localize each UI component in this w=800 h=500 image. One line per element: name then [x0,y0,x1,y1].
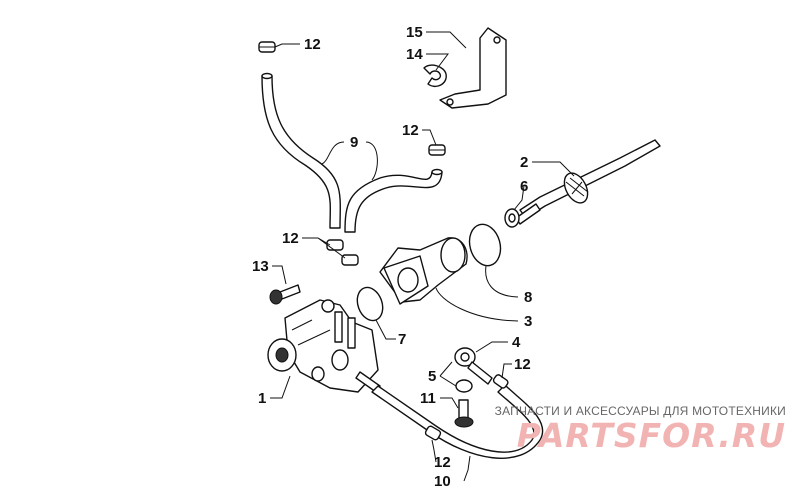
banjo-bolt [454,399,474,428]
callout-12-upper-right: 12 [402,122,419,139]
leader-3 [435,287,519,322]
leader-13 [272,265,287,285]
drive-gear-shaft [515,139,661,225]
sealing-washer [455,379,473,393]
leader-7 [375,319,396,340]
callout-9: 9 [350,134,358,151]
callout-12-bottom: 12 [434,454,451,471]
leader-15 [426,31,467,49]
leader-9 [321,141,378,181]
leader-10 [463,455,471,482]
callout-14: 14 [406,46,423,63]
leader-14 [426,53,449,71]
leader-8 [485,265,519,298]
leader-1 [270,375,291,399]
pump-housing [379,237,468,305]
callout-11: 11 [420,390,436,407]
washer [504,208,520,228]
banjo-fitting [454,347,493,385]
callout-10: 10 [434,473,451,490]
leader-12e [431,439,437,463]
watermark-logo: PARTSFOR.RU [516,416,786,455]
callout-12-lower-right: 12 [514,356,531,373]
leader-4 [475,341,508,353]
leader-11 [440,397,459,409]
mounting-screw [269,284,301,305]
callout-5: 5 [428,368,436,385]
callout-2: 2 [520,154,528,171]
hose-clamp-lower-right [492,374,509,389]
callout-12-mid: 12 [282,230,299,247]
hose-clamp-top [258,41,276,53]
callout-12-top: 12 [304,36,321,53]
hose-clamp-mid-b [341,254,359,266]
hose-clip [423,64,447,88]
callout-4: 4 [512,334,521,351]
oil-pump-body [267,299,381,393]
callout-7: 7 [398,331,406,348]
mounting-bracket [439,27,507,109]
hose-upper-left [261,72,341,229]
leader-12b [422,129,437,146]
o-ring-small [356,286,384,322]
leader-12a [274,43,300,48]
callout-1: 1 [258,390,266,407]
hose-clamp-lower-left [424,425,442,441]
leader-5 [439,361,457,387]
watermark: ЗАПЧАСТИ И АКСЕССУАРЫ ДЛЯ МОТОТЕХНИКИ PA… [486,404,786,454]
callout-6: 6 [520,178,528,195]
leader-12d [501,363,512,379]
callout-8: 8 [524,289,532,306]
leader-6 [513,185,525,211]
leader-2 [532,161,575,177]
callout-13: 13 [252,258,269,275]
o-ring-large [468,223,502,267]
callout-3: 3 [524,313,532,330]
callout-15: 15 [406,24,423,41]
leader-12c [302,237,346,259]
hose-clamp-right-upper [428,144,446,156]
hose-upper-right [344,168,443,233]
watermark-caption: ЗАПЧАСТИ И АКСЕССУАРЫ ДЛЯ МОТОТЕХНИКИ [494,404,786,418]
